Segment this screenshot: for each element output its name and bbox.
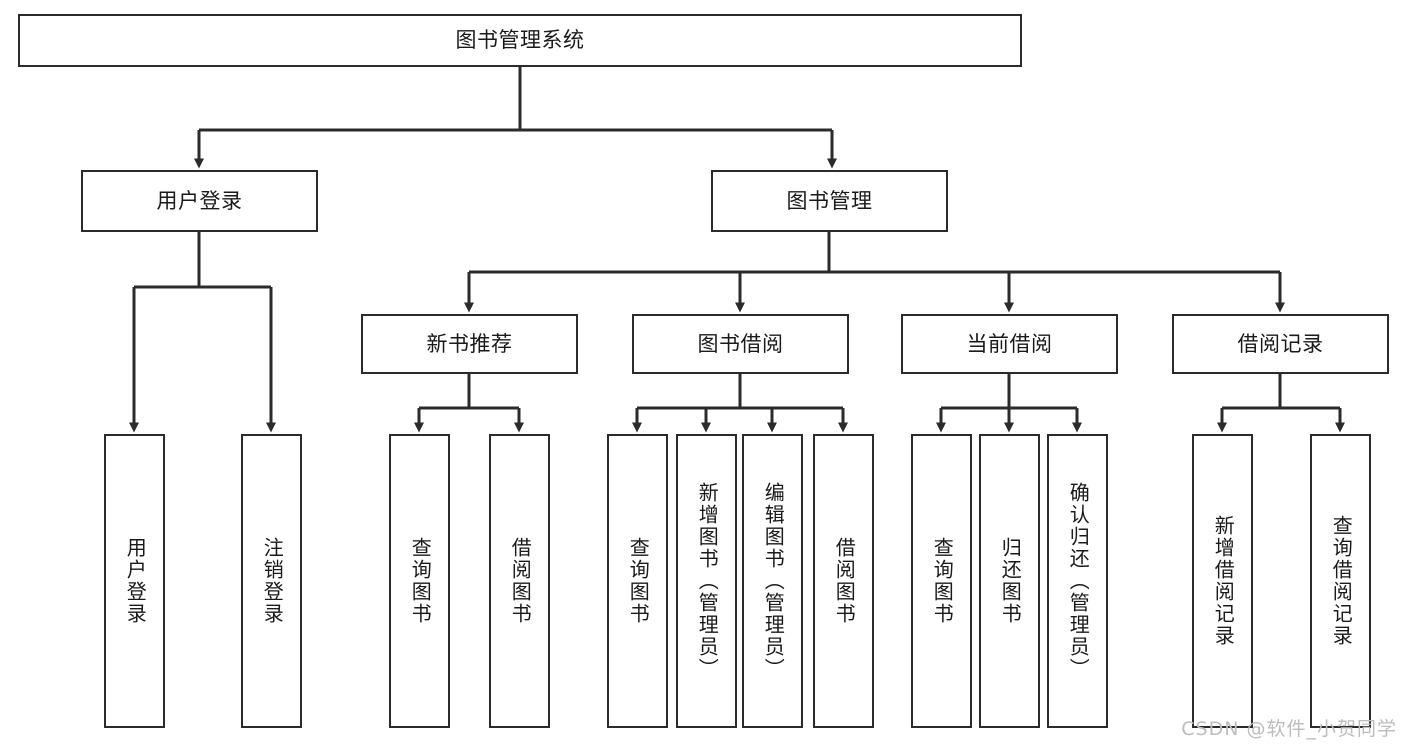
node-user-login-label: 用户登录 <box>156 188 243 213</box>
leaf-query-book-3[interactable]: 查询图书 <box>911 434 972 728</box>
leaf-add-book-label: 新增图书（管理员） <box>695 482 720 680</box>
leaf-confirm-return[interactable]: 确认归还（管理员） <box>1047 434 1108 728</box>
node-user-login[interactable]: 用户登录 <box>81 170 318 232</box>
node-root-label: 图书管理系统 <box>455 28 585 53</box>
node-current-borrow[interactable]: 当前借阅 <box>901 314 1118 374</box>
leaf-user-login-label: 用户登录 <box>123 537 148 625</box>
csdn-watermark: CSDN @软件_小贺同学 <box>1181 718 1397 740</box>
leaf-query-book-3-label: 查询图书 <box>930 537 955 625</box>
leaf-query-book-2-label: 查询图书 <box>626 537 651 625</box>
leaf-borrow-book-1[interactable]: 借阅图书 <box>489 434 550 728</box>
leaf-query-book-1-label: 查询图书 <box>408 537 433 625</box>
leaf-edit-book[interactable]: 编辑图书（管理员） <box>742 434 803 728</box>
node-book-manage-label: 图书管理 <box>786 188 873 213</box>
node-new-book-recommend-label: 新书推荐 <box>426 331 513 356</box>
node-root[interactable]: 图书管理系统 <box>18 14 1022 67</box>
leaf-edit-book-label: 编辑图书（管理员） <box>761 482 786 680</box>
leaf-return-book[interactable]: 归还图书 <box>979 434 1040 728</box>
leaf-add-record[interactable]: 新增借阅记录 <box>1192 434 1253 728</box>
leaf-add-book[interactable]: 新增图书（管理员） <box>676 434 737 728</box>
node-borrow-record-label: 借阅记录 <box>1237 331 1324 356</box>
leaf-logout-login-label: 注销登录 <box>260 537 285 625</box>
leaf-return-book-label: 归还图书 <box>998 537 1023 625</box>
leaf-borrow-book-1-label: 借阅图书 <box>508 537 533 625</box>
leaf-confirm-return-label: 确认归还（管理员） <box>1066 482 1091 680</box>
leaf-borrow-book-2-label: 借阅图书 <box>832 537 857 625</box>
node-borrow-record[interactable]: 借阅记录 <box>1172 314 1389 374</box>
node-new-book-recommend[interactable]: 新书推荐 <box>361 314 578 374</box>
leaf-logout-login[interactable]: 注销登录 <box>241 434 302 728</box>
node-book-manage[interactable]: 图书管理 <box>711 170 948 232</box>
leaf-query-book-2[interactable]: 查询图书 <box>607 434 668 728</box>
leaf-borrow-book-2[interactable]: 借阅图书 <box>813 434 874 728</box>
leaf-query-record-label: 查询借阅记录 <box>1329 515 1354 647</box>
leaf-add-record-label: 新增借阅记录 <box>1211 515 1236 647</box>
leaf-query-record[interactable]: 查询借阅记录 <box>1310 434 1371 728</box>
node-book-borrow[interactable]: 图书借阅 <box>632 314 849 374</box>
node-current-borrow-label: 当前借阅 <box>966 331 1053 356</box>
leaf-user-login[interactable]: 用户登录 <box>104 434 165 728</box>
node-book-borrow-label: 图书借阅 <box>697 331 784 356</box>
leaf-query-book-1[interactable]: 查询图书 <box>389 434 450 728</box>
